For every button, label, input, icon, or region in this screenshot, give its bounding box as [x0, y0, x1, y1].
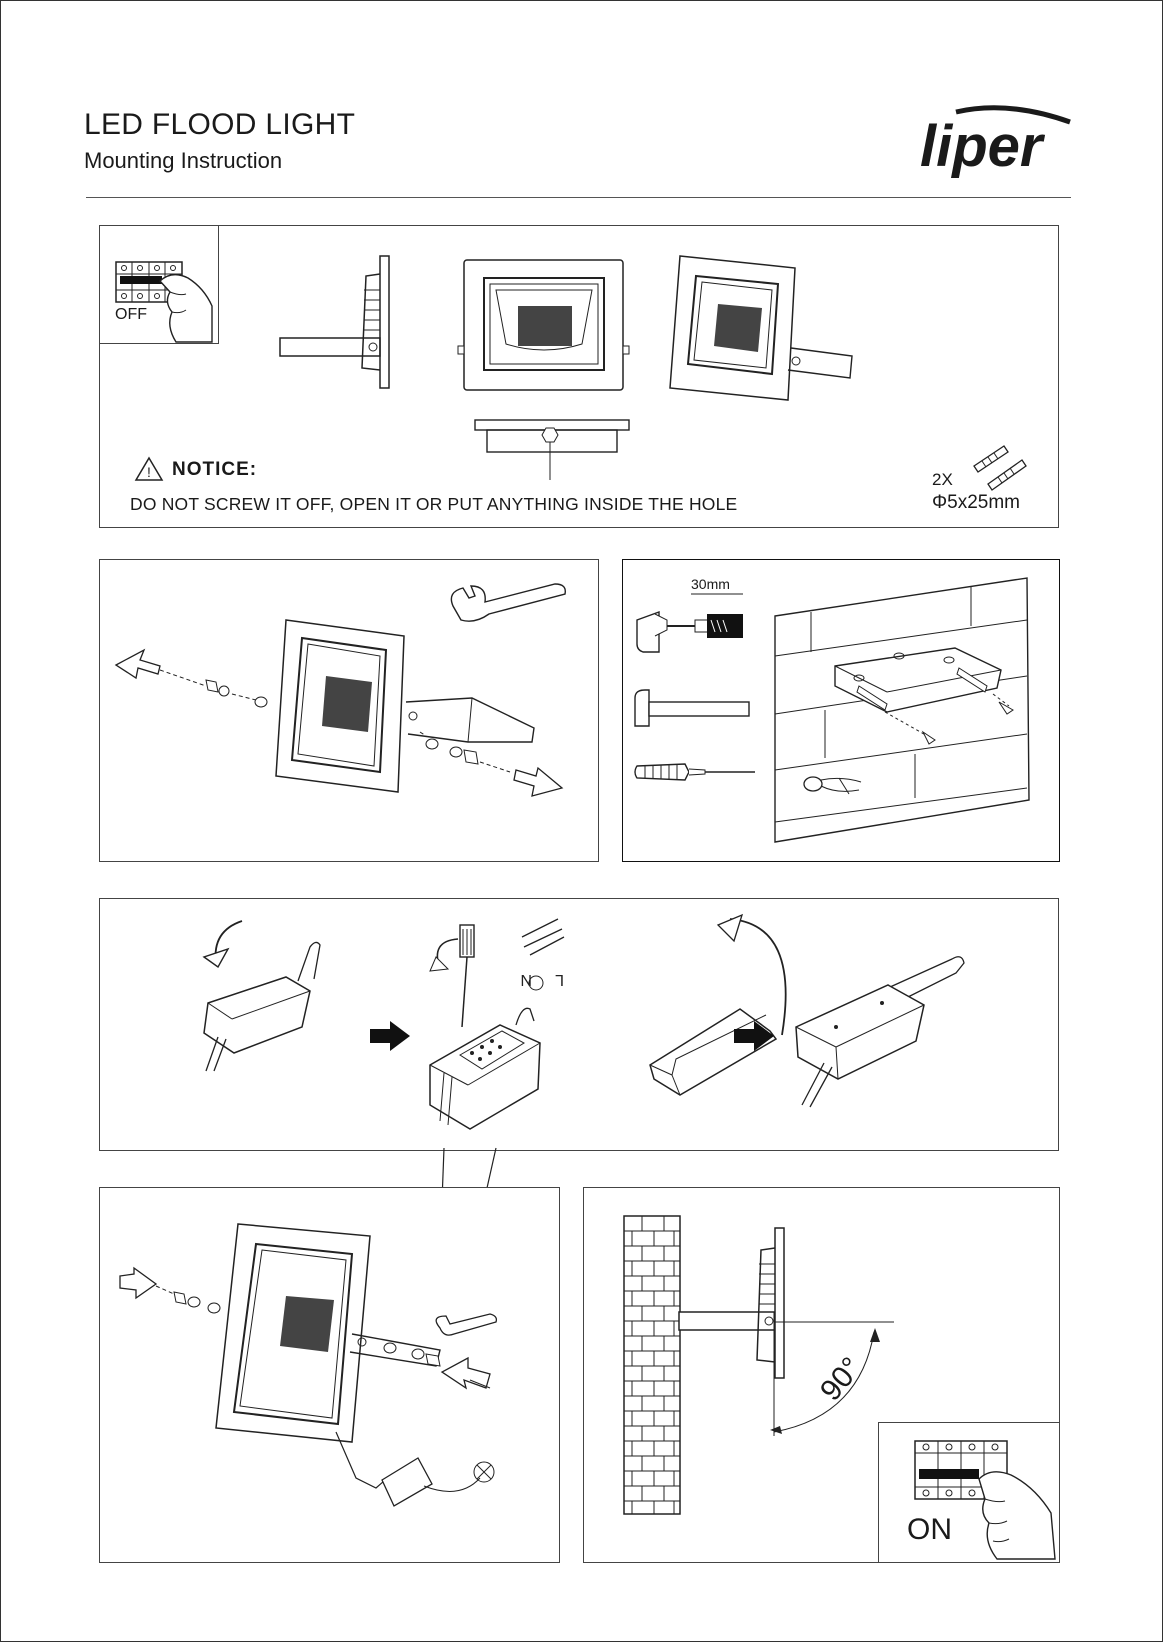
hammer-icon	[634, 689, 750, 727]
drill-depth-label: 30mm	[691, 576, 730, 592]
warning-triangle-icon: !	[134, 456, 164, 481]
drill-icon	[636, 593, 743, 653]
final-assembly-diagram	[119, 1223, 498, 1507]
switch-on-label: ON	[907, 1513, 952, 1546]
anchor-quantity: 2X	[932, 470, 953, 489]
junction-box-closed-left	[202, 920, 321, 1072]
brick-wall-icon	[623, 1215, 681, 1515]
step-2-panel	[99, 559, 599, 862]
junction-box-wiring: N L	[429, 918, 565, 1130]
wrench-icon	[450, 583, 566, 622]
wall-bracket-diagram	[774, 577, 1030, 843]
notice-label: NOTICE:	[172, 459, 258, 480]
screwdriver-icon	[634, 763, 755, 781]
next-step-arrow-icon	[370, 1021, 410, 1051]
svg-text:!: !	[147, 464, 151, 480]
step-6-panel: 90° ON	[583, 1187, 1060, 1563]
breaker-on-icon	[914, 1440, 1056, 1560]
switch-off-box: OFF	[99, 225, 219, 344]
notice-text: DO NOT SCREW IT OFF, OPEN IT OR PUT ANYT…	[130, 494, 738, 514]
step-4-panel: N L	[99, 898, 1059, 1151]
breaker-off-icon	[115, 261, 213, 343]
junction-box-cover	[649, 913, 787, 1096]
page-subtitle: Mounting Instruction	[84, 148, 283, 173]
wall-anchors-icon	[973, 445, 1027, 491]
junction-box-closed-right	[795, 956, 965, 1108]
next-step-arrow-icon-2	[734, 1021, 774, 1051]
switch-on-box: ON	[878, 1422, 1060, 1563]
exploded-mount-diagram	[114, 619, 564, 797]
brand-wordmark: liper	[920, 114, 1046, 179]
step-5-panel	[99, 1187, 560, 1563]
terminal-l-label: L	[555, 971, 564, 988]
floodlight-front-view	[457, 259, 630, 391]
floodlight-side-view	[279, 255, 390, 389]
anchor-size: Φ5x25mm	[932, 492, 1021, 513]
header-divider	[86, 197, 1071, 198]
switch-off-label: OFF	[115, 306, 147, 323]
step-1-panel: OFF ! NOTICE:	[99, 225, 1059, 528]
angle-indicator	[770, 1312, 894, 1436]
page-title: LED FLOOD LIGHT	[84, 108, 356, 141]
housing-hole-detail	[474, 419, 630, 480]
mounted-light-side-view	[678, 1227, 785, 1379]
terminal-n-label: N	[520, 971, 532, 988]
liper-logo: liper	[920, 105, 1071, 179]
step-3-panel: 30mm	[622, 559, 1060, 862]
floodlight-angled-view	[669, 255, 853, 401]
